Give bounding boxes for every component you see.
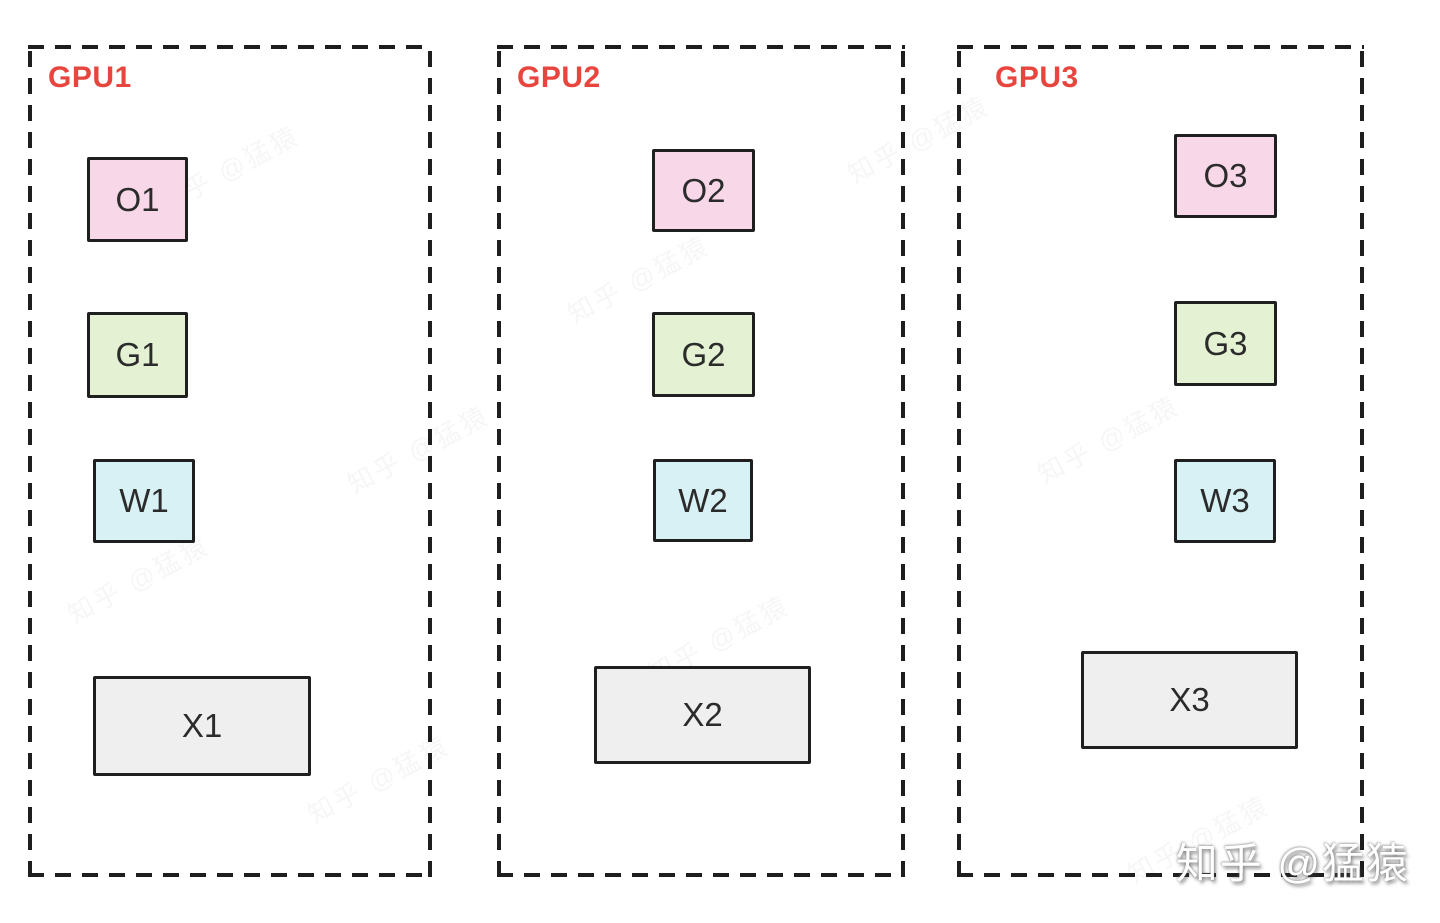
zhihu-author-watermark: 知乎 @猛猿 [1175, 840, 1410, 887]
input-box-x2: X2 [594, 666, 811, 764]
gpu2-label: GPU2 [517, 61, 601, 94]
gpu3-panel: GPU3 O3 G3 W3 X3 [957, 45, 1364, 877]
input-box-x1: X1 [93, 676, 311, 776]
input-box-x3: X3 [1081, 651, 1298, 749]
gradients-box-g2: G2 [652, 312, 755, 397]
weights-box-w2: W2 [653, 459, 753, 542]
weights-box-w1: W1 [93, 459, 195, 543]
gpu1-label: GPU1 [48, 61, 132, 94]
gpu1-panel: GPU1 O1 G1 W1 X1 [28, 45, 432, 877]
gpu2-panel: GPU2 O2 G2 W2 X2 [497, 45, 905, 877]
optimizer-states-box-o2: O2 [652, 149, 755, 232]
gpu3-label: GPU3 [995, 61, 1079, 94]
optimizer-states-box-o1: O1 [87, 157, 188, 242]
gradients-box-g1: G1 [87, 312, 188, 398]
gradients-box-g3: G3 [1174, 301, 1277, 386]
optimizer-states-box-o3: O3 [1174, 134, 1277, 218]
weights-box-w3: W3 [1174, 459, 1276, 543]
